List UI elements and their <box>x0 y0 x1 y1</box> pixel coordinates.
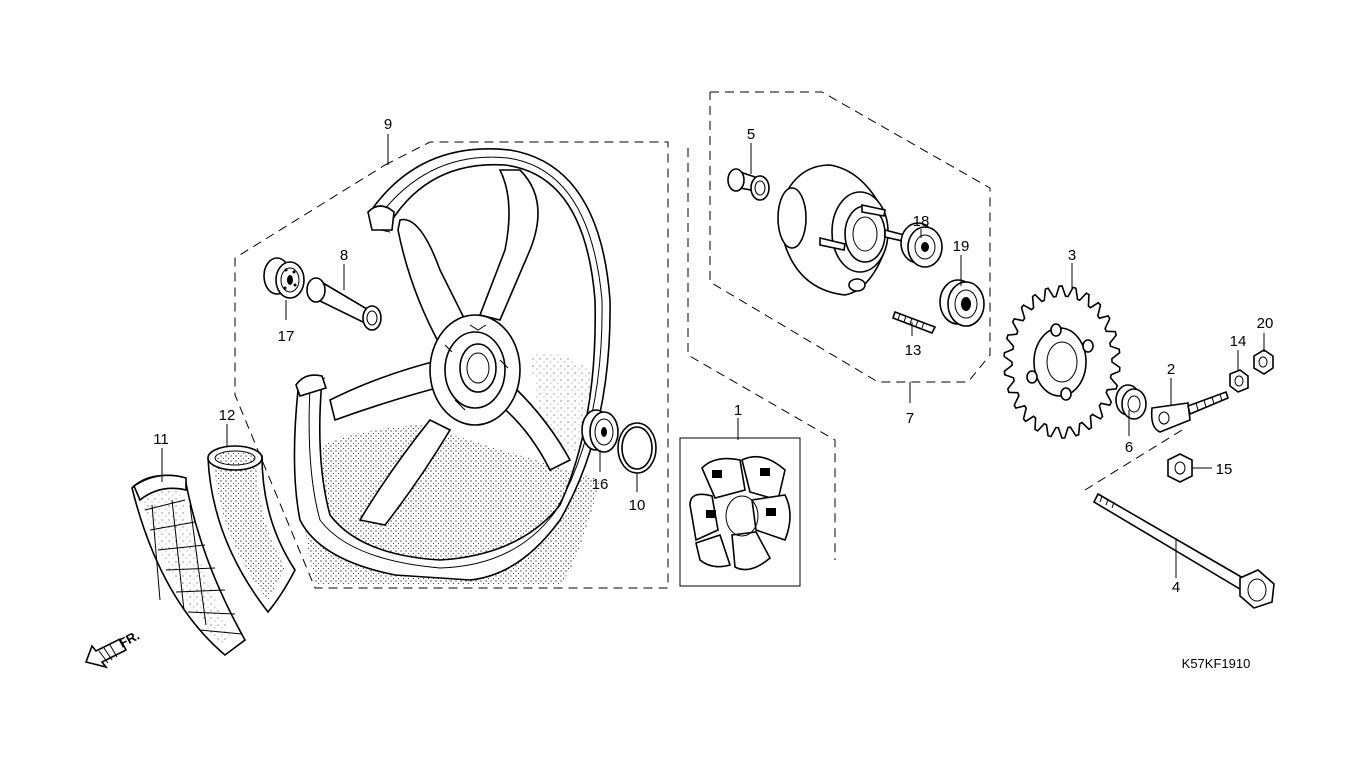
bearing-18 <box>900 222 943 268</box>
spacer-8 <box>306 277 382 331</box>
callout-9: 9 <box>384 116 392 133</box>
callout-6: 6 <box>1125 439 1133 456</box>
leader-lines <box>161 134 1265 578</box>
callout-12: 12 <box>219 407 236 424</box>
nut-14 <box>1229 369 1249 393</box>
callout-8: 8 <box>340 247 348 264</box>
oil-seal-19 <box>939 279 985 327</box>
callout-16: 16 <box>592 476 609 493</box>
callout-14: 14 <box>1230 333 1247 350</box>
callout-3: 3 <box>1068 247 1076 264</box>
callout-19: 19 <box>953 238 970 255</box>
o-ring-10 <box>617 422 657 474</box>
chain-adjuster <box>1150 390 1229 433</box>
bearing-16 <box>581 409 619 453</box>
collar-5 <box>727 168 770 201</box>
callout-numbers: 1 2 3 4 5 6 7 8 9 10 11 12 13 14 15 16 1… <box>153 116 1273 596</box>
wheel-group-outline <box>234 141 669 589</box>
front-direction-arrow: FR. <box>84 628 142 669</box>
nut-15 <box>1167 453 1193 483</box>
callout-2: 2 <box>1167 361 1175 378</box>
rear-axle <box>1092 492 1275 609</box>
callout-20: 20 <box>1257 315 1274 332</box>
callout-5: 5 <box>747 126 755 143</box>
nut-20 <box>1253 349 1274 375</box>
sprocket-group-line <box>1084 429 1183 491</box>
callout-17: 17 <box>278 328 295 345</box>
wheel-rim <box>293 148 611 585</box>
callout-13: 13 <box>905 342 922 359</box>
callout-11: 11 <box>153 431 169 448</box>
inner-tube <box>207 445 296 614</box>
callout-10: 10 <box>629 497 646 514</box>
damper-rubbers <box>679 437 801 587</box>
sprocket <box>1003 285 1121 439</box>
callout-15: 15 <box>1216 461 1233 478</box>
callout-18: 18 <box>913 213 930 230</box>
driven-flange <box>777 164 909 296</box>
diagram-code: K57KF1910 <box>1182 656 1251 671</box>
callout-7: 7 <box>906 410 914 427</box>
stud-bolt-13 <box>891 310 937 335</box>
hub-to-damper-outline <box>687 148 836 560</box>
tire <box>131 474 247 657</box>
bearing-17 <box>263 257 305 299</box>
collar-6 <box>1115 384 1147 420</box>
callout-1: 1 <box>734 402 742 419</box>
callout-4: 4 <box>1172 579 1180 596</box>
